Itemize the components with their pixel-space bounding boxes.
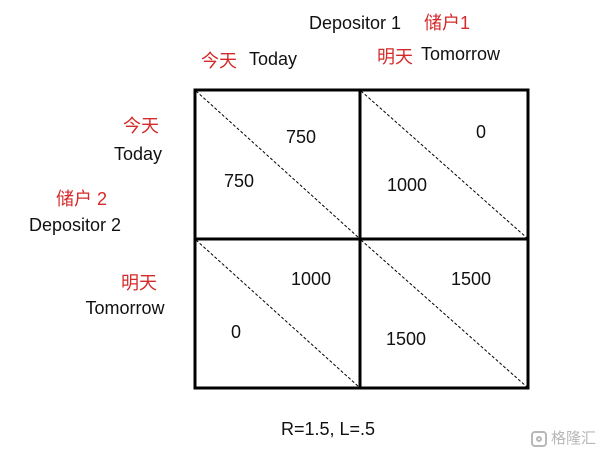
- cell-tomorrow-tomorrow-diagonal: [360, 239, 528, 388]
- cell-today-today-diagonal: [195, 90, 360, 239]
- column-tomorrow-label-cn: 明天: [377, 47, 413, 67]
- watermark-logo-icon: [531, 431, 547, 447]
- cell-tomorrow-today-diagonal: [195, 239, 360, 388]
- watermark-text: 格隆汇: [551, 430, 597, 447]
- depositor2-label: Depositor 2: [29, 215, 122, 235]
- depositor2-label-cn: 储户 2: [56, 189, 108, 209]
- parameters-caption: R=1.5, L=.5: [280, 419, 376, 439]
- watermark: 格隆汇: [531, 429, 596, 449]
- depositor1-label: Depositor 1: [309, 13, 402, 33]
- column-today-label-cn: 今天: [201, 51, 237, 71]
- payoff-today-today-depositor2: 750: [224, 171, 255, 191]
- payoff-today-tomorrow-depositor2: 1000: [387, 175, 428, 195]
- payoff-tomorrow-today-depositor2: 0: [231, 322, 242, 342]
- column-today-label: Today: [249, 49, 298, 69]
- cell-today-tomorrow-diagonal: [360, 90, 528, 239]
- payoff-tomorrow-today-depositor1: 1000: [291, 269, 332, 289]
- row-tomorrow-label-cn: 明天: [121, 273, 157, 293]
- column-tomorrow-label: Tomorrow: [421, 44, 501, 64]
- payoff-today-tomorrow-depositor1: 0: [476, 122, 487, 142]
- payoff-tomorrow-tomorrow-depositor2: 1500: [386, 329, 427, 349]
- row-today-label: Today: [113, 144, 163, 164]
- payoff-tomorrow-tomorrow-depositor1: 1500: [451, 269, 492, 289]
- row-tomorrow-label: Tomorrow: [85, 298, 165, 318]
- depositor1-label-cn: 储户1: [424, 13, 471, 33]
- payoff-today-today-depositor1: 750: [286, 127, 317, 147]
- row-today-label-cn: 今天: [123, 116, 159, 136]
